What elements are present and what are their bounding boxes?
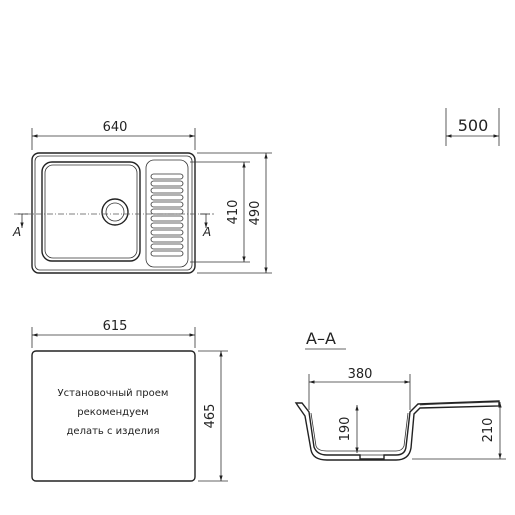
- cutout-note-line3: делать с изделия: [67, 426, 160, 437]
- dim-inner-height: 410: [226, 200, 241, 225]
- dim-top-width: 640: [103, 120, 128, 135]
- dim-total-depth: 210: [481, 418, 496, 443]
- drainboard-ribs: [151, 174, 183, 256]
- top-view: A A 640 410 490: [12, 120, 272, 273]
- dim-outer-height: 490: [248, 201, 263, 226]
- cabinet-dimension: 500: [446, 108, 499, 146]
- sink-bowl: [42, 162, 140, 261]
- dim-bowl-width: 380: [348, 367, 373, 382]
- section-marker-right: A: [202, 225, 211, 239]
- cutout-view: Установочный проем рекомендуем делать с …: [32, 319, 228, 481]
- dim-cutout-height: 465: [203, 404, 218, 429]
- cutout-note-line1: Установочный проем: [58, 388, 169, 399]
- dim-cutout-width: 615: [103, 319, 128, 334]
- dim-cabinet: 500: [458, 116, 489, 135]
- drain-inner: [106, 203, 124, 221]
- section-view: A–A 380 190 210: [296, 329, 506, 460]
- cutout-note-line2: рекомендуем: [77, 407, 148, 418]
- section-title: A–A: [306, 329, 336, 348]
- section-marker-left: A: [12, 225, 21, 239]
- sink-outline: [32, 153, 195, 273]
- dim-bowl-depth: 190: [338, 417, 353, 442]
